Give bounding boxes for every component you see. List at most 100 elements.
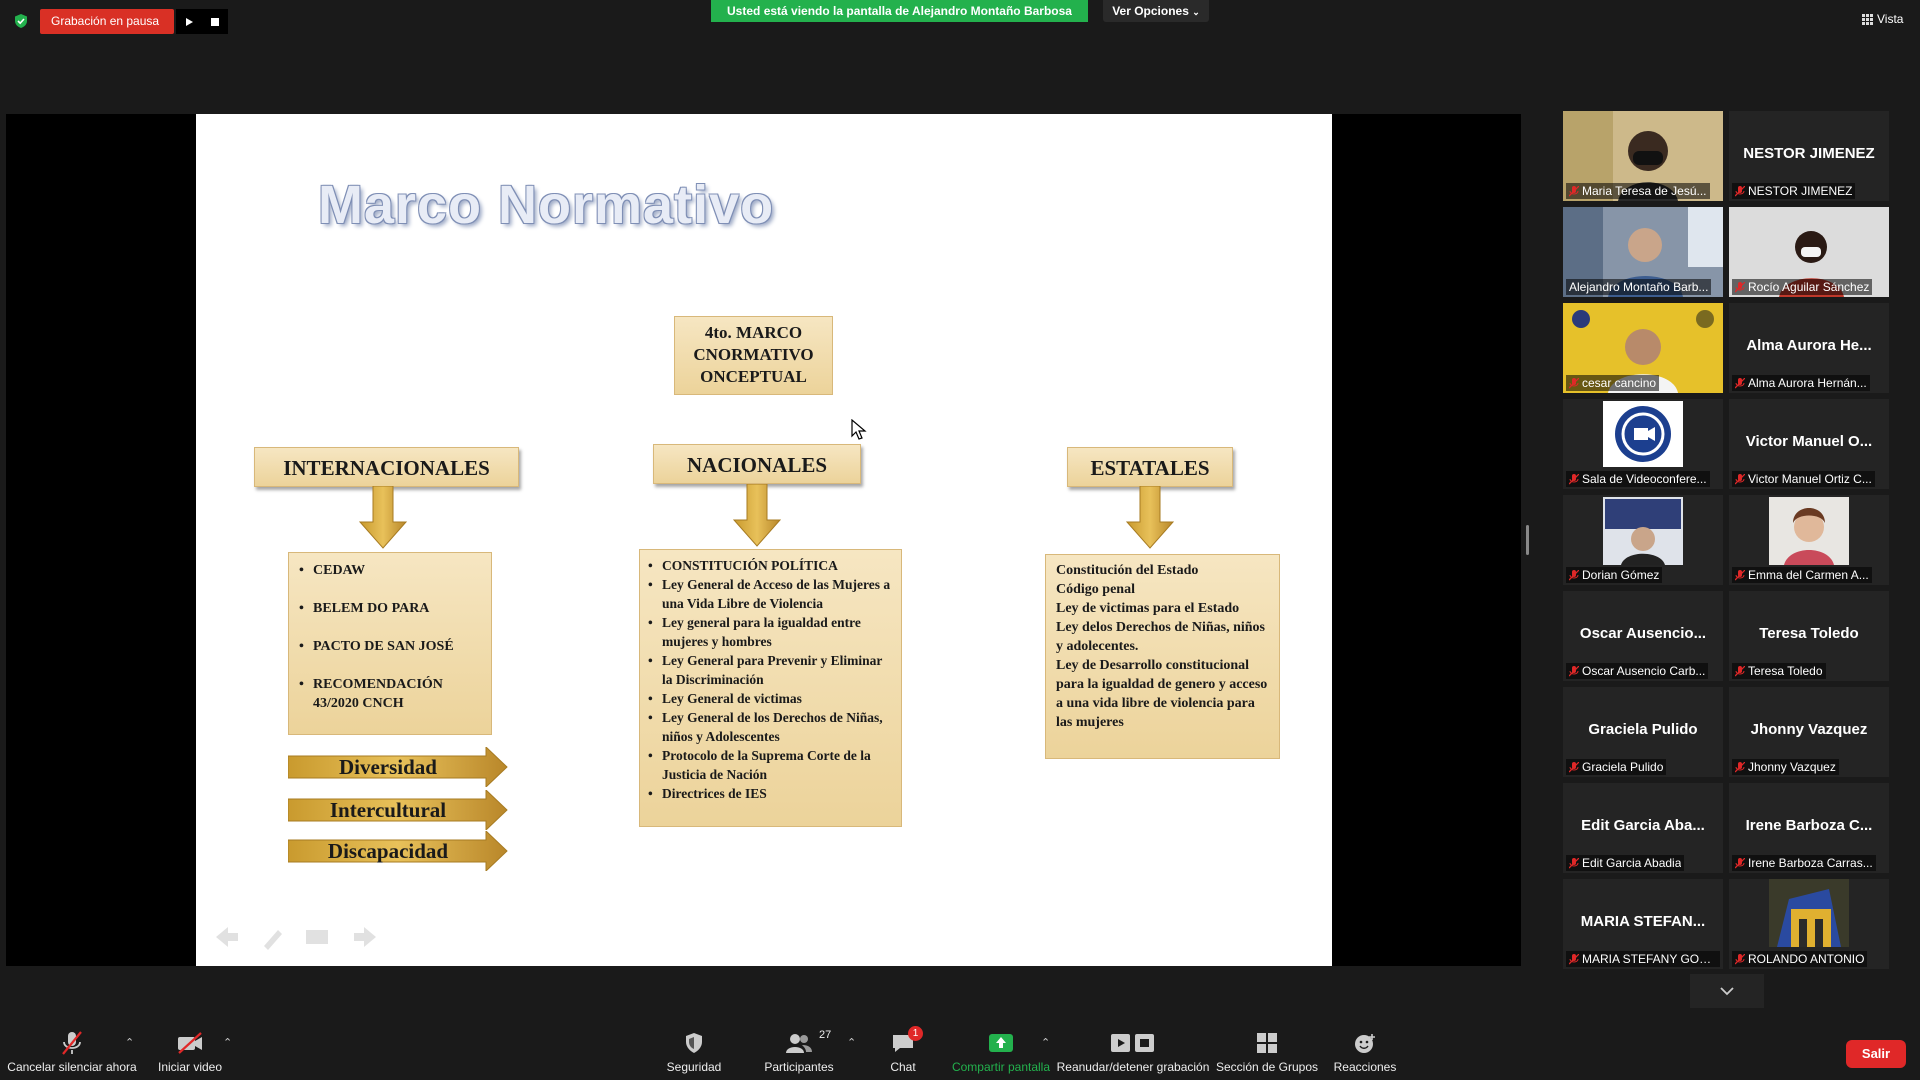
participant-name-label: Victor Manuel Ortiz C... — [1732, 471, 1875, 487]
participant-name-label: Rocío Aguilar Sánchez — [1732, 279, 1873, 295]
participant-tile[interactable]: Sala de Videoconfere... — [1563, 399, 1723, 489]
pen-icon — [264, 930, 282, 950]
list-item: Constitución del Estado — [1056, 563, 1199, 578]
participant-name-label: Sala de Videoconfere... — [1566, 471, 1710, 487]
participant-video — [1729, 495, 1889, 585]
resume-stop-recording-button[interactable]: Reanudar/detener grabación — [1057, 1022, 1209, 1080]
stop-icon — [211, 17, 219, 26]
participant-name-label: Maria Teresa de Jesú... — [1566, 183, 1710, 199]
participant-tile[interactable]: cesar cancino — [1563, 303, 1723, 393]
participant-tile[interactable]: Victor Manuel O... Victor Manuel Ortiz C… — [1729, 399, 1889, 489]
mic-muted-icon — [1569, 185, 1579, 196]
mic-muted-icon — [1735, 281, 1745, 292]
center-concept-box: 4to. MARCO CNORMATIVO ONCEPTUAL — [674, 316, 833, 395]
resume-recording-button[interactable] — [176, 9, 202, 34]
arrow-intercultural: Intercultural — [288, 790, 508, 830]
participant-name: Irene Barboza Carras... — [1748, 856, 1873, 870]
participant-display-name: Irene Barboza C... — [1745, 817, 1873, 834]
share-screen-button[interactable]: Compartir pantalla — [950, 1022, 1052, 1080]
participants-count: 27 — [819, 1029, 832, 1041]
list-item: Protocolo de la Suprema Corte de la Just… — [648, 746, 893, 784]
start-video-label: Iniciar video — [157, 1060, 223, 1074]
participant-tile[interactable]: Emma del Carmen A... — [1729, 495, 1889, 585]
share-options-caret[interactable]: ⌃ — [1041, 1037, 1051, 1049]
stop-recording-button[interactable] — [202, 9, 228, 34]
mic-muted-icon — [1569, 377, 1579, 388]
arrow-diversidad: Diversidad — [288, 747, 508, 787]
header-nacionales: NACIONALES — [653, 444, 861, 484]
chat-label: Chat — [890, 1060, 916, 1074]
participants-button[interactable]: 27 Participantes — [760, 1022, 838, 1080]
list-item: PACTO DE SAN JOSÉ — [299, 637, 481, 656]
participant-tile[interactable]: Dorian Gómez — [1563, 495, 1723, 585]
mic-muted-icon — [1735, 473, 1745, 484]
participant-name-label: MARIA STEFANY GOR... — [1566, 951, 1720, 967]
mic-muted-icon — [1735, 953, 1745, 964]
breakout-rooms-button[interactable]: Sección de Grupos — [1216, 1022, 1318, 1080]
participant-display-name: NESTOR JIMENEZ — [1743, 145, 1875, 162]
participant-tile[interactable]: NESTOR JIMENEZ NESTOR JIMENEZ — [1729, 111, 1889, 201]
view-options-dropdown[interactable]: Ver Opciones ⌄ — [1103, 0, 1209, 22]
leave-meeting-button[interactable]: Salir — [1846, 1040, 1906, 1068]
list-item: CONSTITUCIÓN POLÍTICA — [648, 556, 893, 575]
viewing-screen-banner: Usted está viendo la pantalla de Alejand… — [711, 0, 1088, 22]
participant-name: NESTOR JIMENEZ — [1748, 184, 1853, 198]
nacionales-list: CONSTITUCIÓN POLÍTICA Ley General de Acc… — [639, 549, 902, 827]
participant-name: Jhonny Vazquez — [1748, 760, 1836, 774]
header-internacionales: INTERNACIONALES — [254, 447, 519, 487]
participant-name-label: Dorian Gómez — [1566, 567, 1663, 583]
participants-options-caret[interactable]: ⌃ — [847, 1037, 857, 1049]
participant-name: Emma del Carmen A... — [1748, 568, 1869, 582]
mic-muted-icon — [1569, 665, 1579, 676]
list-item: Directrices de IES — [648, 784, 893, 803]
header-estatales: ESTATALES — [1067, 447, 1233, 487]
panel-resize-handle[interactable] — [1526, 525, 1529, 555]
arrow-label: Intercultural — [329, 798, 447, 822]
internacionales-list: CEDAW BELEM DO PARA PACTO DE SAN JOSÉ RE… — [288, 552, 492, 735]
reactions-button[interactable]: Reacciones — [1330, 1022, 1400, 1080]
list-item: Código penal — [1056, 582, 1135, 597]
participant-tile[interactable]: Graciela Pulido Graciela Pulido — [1563, 687, 1723, 777]
record-controls-icon — [1111, 1034, 1154, 1052]
participant-name: Oscar Ausencio Carb... — [1582, 664, 1706, 678]
mic-muted-icon — [1569, 569, 1579, 580]
encryption-shield-icon[interactable] — [13, 13, 29, 29]
audio-options-caret[interactable]: ⌃ — [125, 1037, 135, 1049]
slide-title: Marco Normativo — [318, 175, 775, 235]
down-arrow-icon — [358, 486, 408, 549]
mic-muted-icon — [1735, 185, 1745, 196]
participant-name: ROLANDO ANTONIO — [1748, 952, 1865, 966]
participant-tile[interactable]: Irene Barboza C... Irene Barboza Carras.… — [1729, 783, 1889, 873]
view-layout-button[interactable]: Vista — [1862, 12, 1903, 26]
participant-name: Sala de Videoconfere... — [1582, 472, 1707, 486]
recording-status: Grabación en pausa — [40, 9, 174, 34]
participant-name-label: Irene Barboza Carras... — [1732, 855, 1876, 871]
participant-tile[interactable]: Maria Teresa de Jesú... — [1563, 111, 1723, 201]
participant-tile[interactable]: Rocío Aguilar Sánchez — [1729, 207, 1889, 297]
participant-tile[interactable]: ROLANDO ANTONIO — [1729, 879, 1889, 969]
share-screen-label: Compartir pantalla — [951, 1060, 1051, 1074]
chat-button[interactable]: 1 Chat — [878, 1022, 928, 1080]
gallery-next-page-button[interactable] — [1690, 974, 1764, 1008]
breakout-rooms-icon — [1257, 1033, 1277, 1053]
presentation-slide: Marco Normativo 4to. MARCO CNORMATIVO ON… — [196, 114, 1332, 966]
participant-tile[interactable]: Edit Garcia Aba... Edit Garcia Abadia — [1563, 783, 1723, 873]
security-button[interactable]: Seguridad — [660, 1022, 728, 1080]
participant-tile[interactable]: Teresa Toledo Teresa Toledo — [1729, 591, 1889, 681]
slide-navigation-controls[interactable] — [206, 922, 386, 952]
video-options-caret[interactable]: ⌃ — [223, 1037, 233, 1049]
shield-icon — [686, 1033, 702, 1053]
list-item: Ley General de Acceso de las Mujeres a u… — [648, 575, 893, 613]
down-arrow-icon — [1125, 486, 1175, 549]
participant-name-label: Emma del Carmen A... — [1732, 567, 1872, 583]
mic-muted-icon — [1735, 377, 1745, 388]
participant-tile[interactable]: Oscar Ausencio... Oscar Ausencio Carb... — [1563, 591, 1723, 681]
start-video-button[interactable]: Iniciar video — [150, 1022, 230, 1080]
unmute-button[interactable]: Cancelar silenciar ahora — [7, 1022, 137, 1080]
participant-tile-active-speaker[interactable]: Alejandro Montaño Barb... — [1563, 207, 1723, 297]
participant-tile[interactable]: Alma Aurora He... Alma Aurora Hernán... — [1729, 303, 1889, 393]
participant-tile[interactable]: Jhonny Vazquez Jhonny Vazquez — [1729, 687, 1889, 777]
view-layout-label: Vista — [1877, 12, 1904, 26]
participant-tile[interactable]: MARIA STEFAN... MARIA STEFANY GOR... — [1563, 879, 1723, 969]
